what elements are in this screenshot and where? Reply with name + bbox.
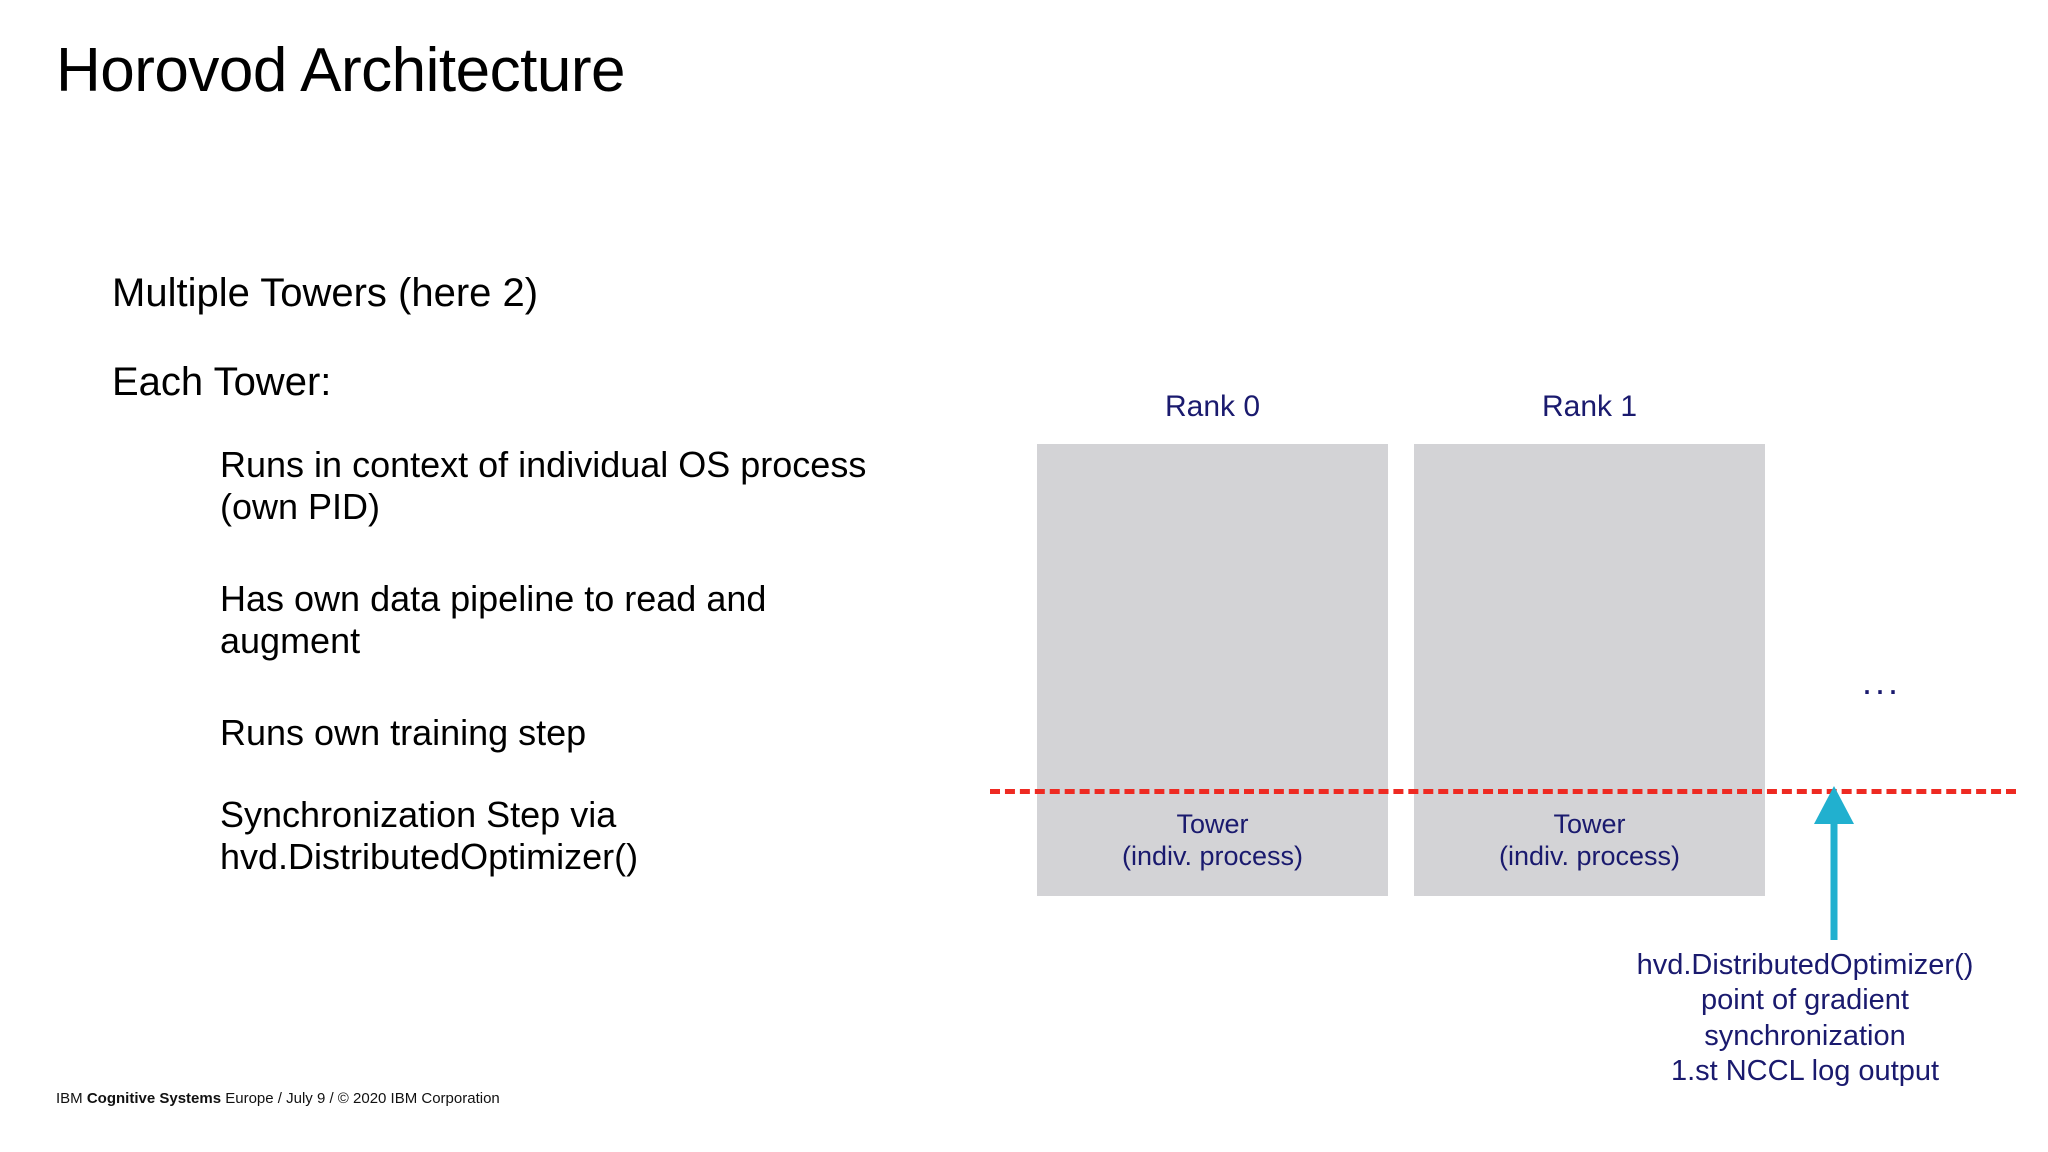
body-heading-each-tower: Each Tower:: [112, 360, 332, 404]
rank-1-label: Rank 1: [1541, 390, 1638, 423]
footer-brand-suffix: Europe / July 9 / © 2020 IBM Corporation: [221, 1090, 500, 1107]
bullet-item-os-process: Runs in context of individual OS process…: [220, 444, 867, 527]
ellipsis-more-ranks-icon: ...: [1862, 661, 1902, 702]
page-title: Horovod Architecture: [56, 36, 625, 105]
rank-0-label: Rank 0: [1164, 390, 1261, 423]
slide-footer: IBM Cognitive Systems Europe / July 9 / …: [56, 1090, 500, 1107]
footer-brand-bold: Cognitive Systems: [86, 1090, 222, 1107]
body-heading-multiple-towers: Multiple Towers (here 2): [112, 271, 539, 315]
gradient-sync-arrow-icon: [1814, 786, 1854, 940]
bullet-item-training-step: Runs own training step: [220, 712, 587, 753]
tower-caption-rank-1: Tower (indiv. process): [1498, 809, 1681, 872]
tower-caption-rank-0: Tower (indiv. process): [1121, 809, 1304, 872]
tower-box-rank-0: [1037, 444, 1388, 896]
bullet-item-data-pipeline: Has own data pipeline to read and augmen…: [220, 578, 767, 661]
footer-brand-prefix: IBM: [56, 1090, 87, 1107]
gradient-sync-dashed-line: [990, 789, 2016, 794]
tower-box-rank-1: [1414, 444, 1765, 896]
bullet-item-synchronization-step: Synchronization Step via hvd.Distributed…: [220, 794, 639, 877]
gradient-sync-annotation: hvd.DistributedOptimizer() point of grad…: [1636, 949, 1974, 1088]
